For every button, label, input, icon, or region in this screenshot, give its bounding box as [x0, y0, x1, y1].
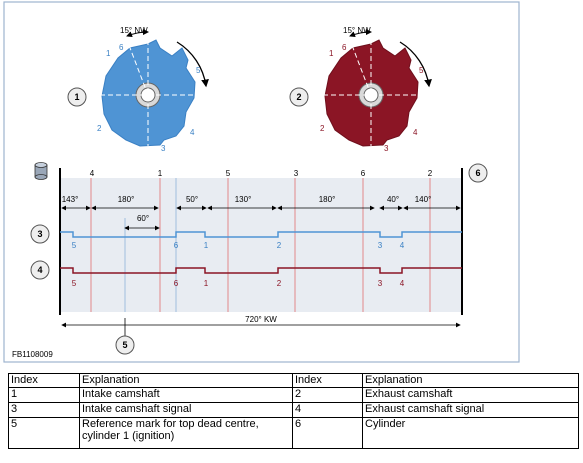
- intake-cyl-label-1: 1: [106, 49, 111, 58]
- table-cell: 3: [8, 402, 80, 418]
- exhaust-cyl-label-4: 4: [413, 128, 418, 137]
- svg-text:3: 3: [37, 229, 42, 239]
- table-header: Explanation: [362, 373, 579, 388]
- table-row: 5 Reference mark for top dead centre, cy…: [8, 417, 579, 449]
- intake-angle-label: 15° NW: [120, 26, 148, 35]
- table-cell: Exhaust camshaft signal: [362, 402, 579, 418]
- exhaust-angle-label: 15° NW: [343, 26, 371, 35]
- firing-order-label: 4: [90, 169, 95, 178]
- interval-angle: 180°: [118, 195, 135, 204]
- table-cell: 5: [8, 417, 80, 449]
- callout-6: 6: [468, 163, 488, 183]
- intake-mark: 3: [378, 241, 383, 250]
- intake-signal-trace: [60, 231, 462, 238]
- cylinder-icon: [34, 162, 48, 180]
- tdc-lines: [90, 178, 431, 312]
- exhaust-cyl-label-5: 5: [419, 66, 424, 75]
- firing-order-label: 2: [428, 169, 433, 178]
- table-cell: 1: [8, 387, 80, 403]
- interval-labels: 143° 180° 50° 130° 180° 40° 140° 60°: [62, 195, 432, 223]
- intake-camshaft: 15° NW 1 6 5 4 3 2: [97, 26, 209, 153]
- table-header: Index: [292, 373, 363, 388]
- callout-3: 3: [30, 224, 50, 244]
- table-row: 3 Intake camshaft signal 4 Exhaust camsh…: [8, 402, 579, 418]
- exhaust-mark: 1: [204, 279, 209, 288]
- firing-order-label: 6: [361, 169, 366, 178]
- exhaust-mark: 4: [400, 279, 405, 288]
- exhaust-mark: 3: [378, 279, 383, 288]
- intake-mark: 6: [174, 241, 179, 250]
- camshaft-timing-diagram: 15° NW 1 6 5 4 3 2 1 15° NW 1 6 5 4 3 2: [3, 1, 520, 363]
- table-header-row: Index Explanation Index Explanation: [8, 373, 579, 388]
- firing-order-label: 5: [226, 169, 231, 178]
- callout-2: 2: [289, 87, 309, 107]
- table-header: Index: [8, 373, 80, 388]
- interval-angle: 140°: [415, 195, 432, 204]
- interval-angle: 50°: [186, 195, 198, 204]
- firing-order-label: 1: [158, 169, 163, 178]
- intake-mark: 5: [72, 241, 77, 250]
- total-angle-label: 720° KW: [245, 315, 277, 324]
- legend-table: Index Explanation Index Explanation 1 In…: [8, 373, 579, 449]
- table-cell: Cylinder: [362, 417, 579, 449]
- reference-lines: [124, 178, 177, 312]
- intake-mark: 4: [400, 241, 405, 250]
- figure-id: FB1108009: [12, 350, 53, 359]
- intake-cyl-label-6: 6: [119, 43, 124, 52]
- table-row: 1 Intake camshaft 2 Exhaust camshaft: [8, 387, 579, 403]
- firing-order: 4 1 5 3 6 2: [90, 169, 433, 178]
- intake-cyl-label-3: 3: [161, 144, 166, 153]
- interval-dimensions: [61, 205, 461, 231]
- exhaust-signal-marks: 5 6 1 2 3 4: [72, 279, 405, 288]
- svg-text:1: 1: [74, 92, 79, 102]
- table-cell: 6: [292, 417, 363, 449]
- callout-4: 4: [30, 260, 50, 280]
- table-header: Explanation: [79, 373, 293, 388]
- intake-signal-marks: 5 6 1 2 3 4: [72, 241, 405, 250]
- intake-cyl-label-5: 5: [196, 66, 201, 75]
- svg-text:6: 6: [475, 168, 480, 178]
- exhaust-mark: 2: [277, 279, 282, 288]
- firing-order-label: 3: [294, 169, 299, 178]
- intake-mark: 1: [204, 241, 209, 250]
- table-cell: Intake camshaft: [79, 387, 293, 403]
- interval-angle-60: 60°: [137, 214, 149, 223]
- svg-text:5: 5: [122, 340, 127, 350]
- table-cell: Reference mark for top dead centre, cyli…: [79, 417, 293, 449]
- table-cell: 4: [292, 402, 363, 418]
- table-cell: 2: [292, 387, 363, 403]
- svg-text:2: 2: [296, 92, 301, 102]
- table-cell: Intake camshaft signal: [79, 402, 293, 418]
- exhaust-signal-trace: [60, 267, 462, 274]
- interval-angle: 130°: [235, 195, 252, 204]
- intake-cyl-label-2: 2: [97, 124, 102, 133]
- svg-text:4: 4: [37, 265, 42, 275]
- exhaust-mark: 5: [72, 279, 77, 288]
- exhaust-mark: 6: [174, 279, 179, 288]
- exhaust-cyl-label-2: 2: [320, 124, 325, 133]
- exhaust-camshaft: 15° NW 1 6 5 4 3 2: [320, 26, 432, 153]
- intake-mark: 2: [277, 241, 282, 250]
- callout-5: 5: [115, 335, 135, 355]
- timing-chart-panel: [60, 178, 462, 312]
- exhaust-cyl-label-6: 6: [342, 43, 347, 52]
- interval-angle: 143°: [62, 195, 79, 204]
- table-cell: Exhaust camshaft: [362, 387, 579, 403]
- callout-1: 1: [67, 87, 87, 107]
- interval-angle: 40°: [387, 195, 399, 204]
- interval-angle: 180°: [319, 195, 336, 204]
- exhaust-cyl-label-1: 1: [329, 49, 334, 58]
- intake-cyl-label-4: 4: [190, 128, 195, 137]
- exhaust-cyl-label-3: 3: [384, 144, 389, 153]
